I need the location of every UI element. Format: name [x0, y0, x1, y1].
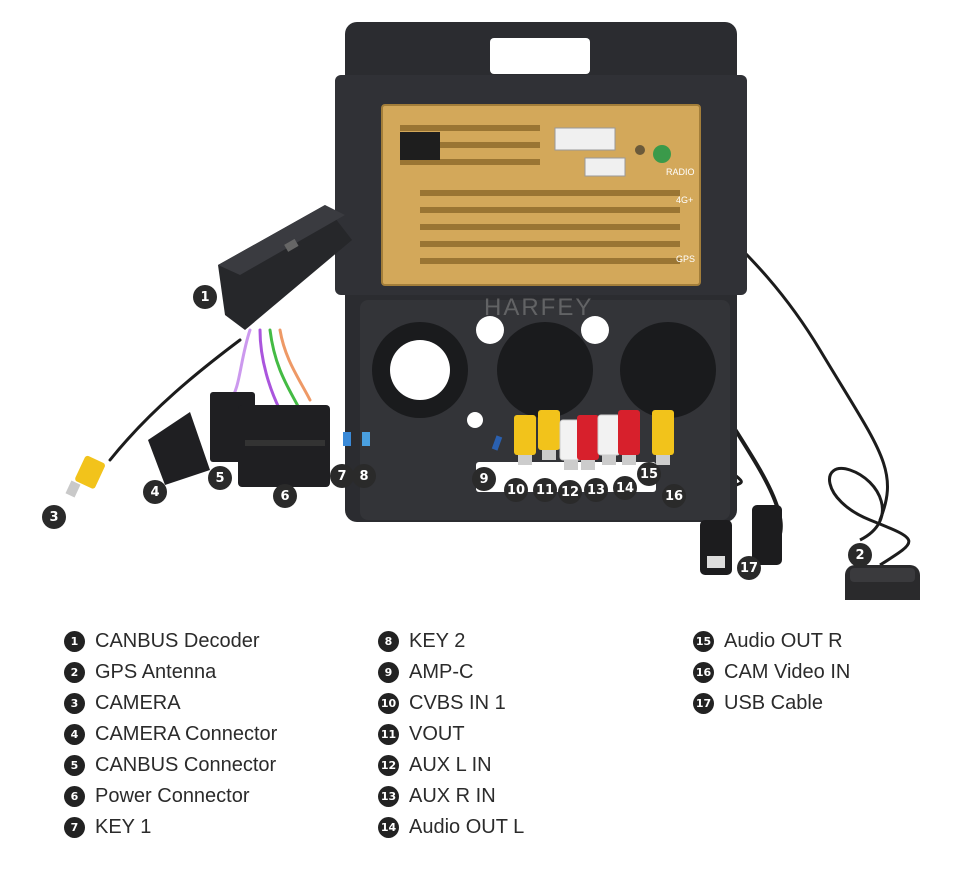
callout-12: 12 [558, 480, 582, 504]
callout-6: 6 [273, 484, 297, 508]
legend-number: 11 [378, 724, 399, 745]
legend-label: GPS Antenna [95, 661, 217, 683]
legend-number: 14 [378, 817, 399, 838]
head-unit-frame-icon [335, 22, 747, 522]
camera-connector-icon [148, 412, 210, 485]
usb-cable-icon [700, 505, 782, 575]
legend-item: 17 USB Cable [693, 688, 850, 719]
legend-number: 12 [378, 755, 399, 776]
legend-item: 11 VOUT [378, 719, 524, 750]
legend-label: AUX R IN [409, 785, 496, 807]
legend-number: 8 [378, 631, 399, 652]
camera-rca-icon [65, 455, 105, 498]
gps-label: GPS [676, 254, 695, 264]
legend-item: 15 Audio OUT R [693, 626, 850, 657]
callout-5: 5 [208, 466, 232, 490]
callout-3: 3 [42, 505, 66, 529]
head-unit-illustration: RADIO 4G+ GPS HARFEY [65, 22, 920, 635]
legend-item: 3 CAMERA [64, 688, 277, 719]
legend-number: 15 [693, 631, 714, 652]
legend-item: 13 AUX R IN [378, 781, 524, 812]
legend-number: 17 [693, 693, 714, 714]
rca-plugs-icon [514, 410, 674, 470]
legend-column-2: 8 KEY 2 9 AMP-C 10 CVBS IN 1 11 VOUT 12 AUX L… [378, 626, 524, 843]
legend-label: CAMERA [95, 692, 181, 714]
callout-7: 7 [330, 464, 354, 488]
legend-number: 6 [64, 786, 85, 807]
legend-label: CANBUS Decoder [95, 630, 260, 652]
legend-label: CANBUS Connector [95, 754, 277, 776]
legend-label: VOUT [409, 723, 465, 745]
callout-10: 10 [504, 478, 528, 502]
legend-label: CVBS IN 1 [409, 692, 506, 714]
legend-label: KEY 2 [409, 630, 466, 652]
callout-15: 15 [637, 462, 661, 486]
legend-item: 12 AUX L IN [378, 750, 524, 781]
callout-2: 2 [848, 543, 872, 567]
product-figure: RADIO 4G+ GPS HARFEY [42, 22, 920, 635]
legend-number: 1 [64, 631, 85, 652]
legend-number: 3 [64, 693, 85, 714]
legend-item: 16 CAM Video IN [693, 657, 850, 688]
legend-number: 2 [64, 662, 85, 683]
legend-label: Audio OUT L [409, 816, 525, 838]
callout-8: 8 [352, 464, 376, 488]
legend-item: 2 GPS Antenna [64, 657, 277, 688]
legend-item: 5 CANBUS Connector [64, 750, 277, 781]
callout-1: 1 [193, 285, 217, 309]
callout-4: 4 [143, 480, 167, 504]
key1-wire-icon [343, 432, 351, 446]
legend-item: 7 KEY 1 [64, 812, 277, 843]
legend-number: 5 [64, 755, 85, 776]
canbus-decoder-icon [218, 205, 352, 330]
legend-label: CAM Video IN [724, 661, 851, 683]
legend-number: 4 [64, 724, 85, 745]
callout-17: 17 [737, 556, 761, 580]
legend-number: 7 [64, 817, 85, 838]
legend-item: 6 Power Connector [64, 781, 277, 812]
legend-label: Power Connector [95, 785, 250, 807]
power-connector-icon [238, 405, 330, 487]
amp-c-wire-icon [491, 435, 503, 451]
legend-number: 13 [378, 786, 399, 807]
legend-item: 9 AMP-C [378, 657, 524, 688]
watermark: HARFEY [484, 294, 593, 321]
callout-14: 14 [613, 476, 637, 500]
legend-item: 4 CAMERA Connector [64, 719, 277, 750]
legend-label: USB Cable [724, 692, 823, 714]
callout-16: 16 [662, 484, 686, 508]
legend-number: 16 [693, 662, 714, 683]
legend-column-3: 15 Audio OUT R 16 CAM Video IN 17 USB Cable [693, 626, 850, 719]
fourg-label: 4G+ [676, 195, 693, 205]
callout-9: 9 [472, 467, 496, 491]
gps-antenna-icon [828, 467, 920, 635]
callout-11: 11 [533, 478, 557, 502]
legend-label: Audio OUT R [724, 630, 843, 652]
key2-wire-icon [362, 432, 370, 446]
legend-item: 10 CVBS IN 1 [378, 688, 524, 719]
legend-label: AMP-C [409, 661, 474, 683]
radio-label: RADIO [666, 167, 695, 177]
legend-label: KEY 1 [95, 816, 152, 838]
legend-item: 1 CANBUS Decoder [64, 626, 277, 657]
callout-13: 13 [584, 478, 608, 502]
legend-number: 9 [378, 662, 399, 683]
legend-label: AUX L IN [409, 754, 492, 776]
legend-item: 8 KEY 2 [378, 626, 524, 657]
legend-label: CAMERA Connector [95, 723, 278, 745]
legend-item: 14 Audio OUT L [378, 812, 524, 843]
legend-number: 10 [378, 693, 399, 714]
